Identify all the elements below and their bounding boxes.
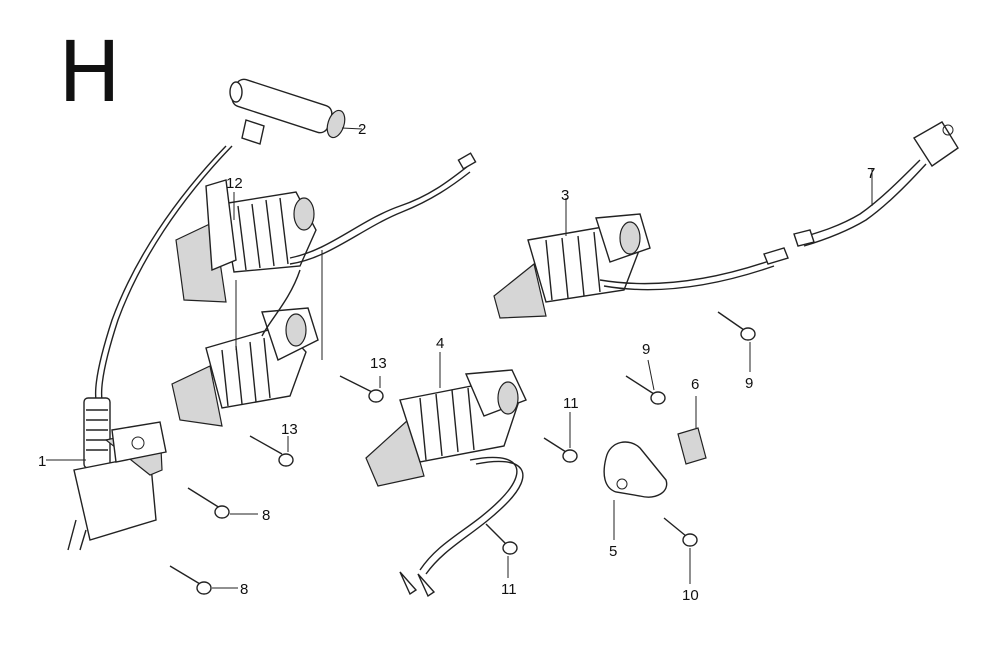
callout-9-right: 9 <box>745 375 754 392</box>
bolt-10 <box>663 517 698 547</box>
coil-pair-lower <box>171 307 319 427</box>
callout-7: 7 <box>867 165 876 182</box>
leader-lines <box>212 342 751 589</box>
bolt-8-upper <box>187 487 230 519</box>
callout-6: 6 <box>691 376 700 393</box>
callout-13-upper: 13 <box>370 355 387 372</box>
spark-plug-cap <box>229 78 363 145</box>
callout-2: 2 <box>358 121 367 138</box>
callout-11-upper: 11 <box>563 395 579 412</box>
callout-9-left: 9 <box>642 341 651 358</box>
connector-lead <box>793 121 959 247</box>
callout-12: 12 <box>226 175 243 192</box>
bolt-9-left <box>625 375 666 405</box>
bolt-8-lower <box>169 565 212 595</box>
bolt-11-upper <box>543 437 578 463</box>
ignition-coil <box>46 397 167 551</box>
callout-13-lower: 13 <box>281 421 298 438</box>
coil-pair-upper <box>175 179 317 303</box>
callout-8-upper: 8 <box>262 507 271 524</box>
callout-4: 4 <box>436 335 445 352</box>
callout-1: 1 <box>38 453 47 470</box>
charge-coil-right <box>493 198 651 319</box>
charge-coil-front <box>365 352 527 487</box>
bolt-11-lower <box>485 523 518 555</box>
callout-10: 10 <box>682 587 699 604</box>
clip <box>677 396 707 465</box>
callout-3: 3 <box>561 187 570 204</box>
callout-11-lower: 11 <box>501 581 517 598</box>
bolt-9-right <box>717 311 756 341</box>
bolt-13-upper <box>339 375 384 403</box>
callout-8-lower: 8 <box>240 581 249 598</box>
bracket <box>603 441 668 540</box>
section-letter: H <box>58 23 122 121</box>
callout-5: 5 <box>609 543 618 560</box>
bolt-13-lower <box>249 435 294 467</box>
